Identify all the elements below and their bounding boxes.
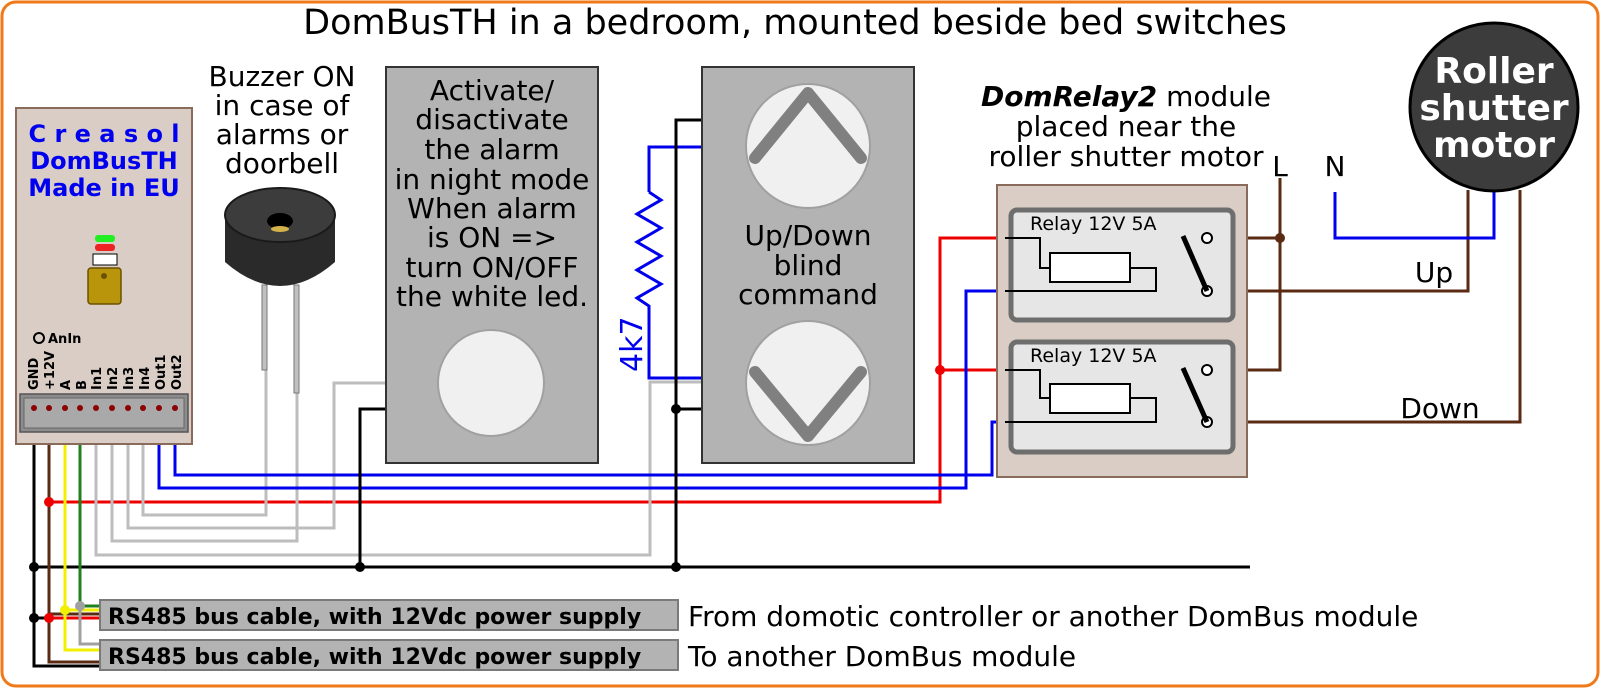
alarm-switch-line-3: the alarm [424,133,559,166]
out1-wire [157,289,1040,490]
blind-switch-line-1: Up/Down [744,219,871,252]
svg-text:Out2: Out2 [170,354,185,390]
domrelay-caption-3: roller shutter motor [989,140,1264,173]
svg-text:GND: GND [27,357,42,390]
svg-text:+12V: +12V [43,351,58,390]
svg-text:In2: In2 [106,367,121,390]
svg-text:In3: In3 [122,367,137,390]
alarm-switch-line-4: in night mode [395,163,590,196]
resistor-zigzag [634,190,664,318]
in3-wire [126,381,386,530]
relay-1-coil [1049,252,1131,283]
in4-wire [141,300,268,517]
up-button [745,83,871,209]
dombusth-module: C r e a s o l DomBusTH Made in EU AnIn G… [15,107,193,445]
buzzer-caption-1: Buzzer ON [209,60,356,93]
domrelay-caption-2: placed near the [1016,110,1237,143]
pin-labels: GND +12V A B In1 In2 In3 In4 Out1 Out2 [27,351,185,390]
module-origin: Made in EU [28,174,179,202]
svg-text:A: A [59,380,74,390]
motor-label-3: motor [1433,125,1555,166]
domrelay2-module: DomRelay2 module placed near the roller … [981,80,1271,478]
resistor: 4k7 [615,190,664,372]
in2-wire [110,300,299,543]
a-bus-wire [63,444,100,652]
resistor-wire-top [647,145,702,192]
relay-1: Relay 12V 5A [1005,207,1236,323]
module-model: DomBusTH [30,147,178,175]
resistor-wire-bottom [647,318,702,380]
resistor-label: 4k7 [615,316,650,372]
roller-shutter-motor: Roller shutter motor [1408,21,1580,193]
line-label: L [1272,150,1288,183]
rs485-cable-out: RS485 bus cable, with 12Vdc power supply… [99,639,1076,673]
buzzer-leg-right [293,284,300,394]
svg-text:In1: In1 [90,367,105,390]
relay-2-coil [1049,383,1131,414]
green-led [95,235,115,242]
alarm-switch-line-8: the white led. [396,280,588,313]
cable-in-label: RS485 bus cable, with 12Vdc power supply [108,605,641,630]
alarm-switch-line-6: is ON => [427,221,557,254]
svg-text:In4: In4 [138,367,153,390]
temperature-sensor [87,267,122,305]
svg-text:Out1: Out1 [154,354,169,390]
alarm-switch-common [358,407,386,567]
motor-label-2: shutter [1419,88,1569,129]
domrelay-caption-1: DomRelay2 module [981,80,1271,113]
up-arrow-icon [749,87,867,164]
module-brand: C r e a s o l [28,120,179,148]
buzzer-caption-3: alarms or [216,118,349,151]
white-led [92,253,118,266]
diagram-title: DomBusTH in a bedroom, mounted beside be… [303,3,1287,43]
alarm-switch-line-1: Activate/ [430,74,555,107]
terminal-screws [31,405,178,411]
b-bus-gray [78,606,100,646]
relay-2: Relay 12V 5A [1005,339,1236,455]
blind-switch-common [674,118,702,567]
up-label: Up [1415,256,1453,289]
buzzer-leg-left [261,284,268,371]
neutral-label: N [1325,150,1346,183]
blind-switch-line-2: blind [774,249,843,282]
down-button [745,320,871,446]
anin-connector [33,332,45,344]
buzzer-hole [267,213,293,229]
down-label: Down [1400,392,1479,425]
svg-text:B: B [75,380,90,390]
down-arrow-icon [749,366,867,442]
down-wire [1207,190,1522,424]
up-wire [1207,190,1470,293]
in1-wire [94,380,702,557]
alarm-switch: Activate/ disactivate the alarm in night… [385,66,599,464]
relay-1-contact [1180,235,1210,292]
rs485-cable-in: RS485 bus cable, with 12Vdc power supply… [99,599,1418,633]
blind-switch-line-3: command [738,278,878,311]
alarm-switch-line-7: turn ON/OFF [405,251,578,284]
buzzer-caption-2: in case of [215,89,351,122]
cable-in-note: From domotic controller or another DomBu… [688,600,1418,633]
buzzer-caption-4: doorbell [225,147,339,180]
alarm-push-button [437,329,545,437]
alarm-switch-line-2: disactivate [415,103,568,136]
relay-1-label: Relay 12V 5A [1030,213,1157,235]
junction-dots [29,233,1285,623]
alarm-switch-line-5: When alarm [407,192,577,225]
cable-out-label: RS485 bus cable, with 12Vdc power supply [108,645,641,670]
blind-switch: Up/Down blind command [701,66,915,464]
anin-label: AnIn [48,332,81,347]
gnd-wire [32,444,100,668]
red-led [95,244,115,251]
neutral-wire [1333,192,1496,240]
power-wire [47,444,100,664]
buzzer: Buzzer ON in case of alarms or doorbell [209,60,356,394]
motor-label-1: Roller [1434,51,1554,92]
relay-2-label: Relay 12V 5A [1030,345,1157,367]
relay-2-contact [1180,366,1210,424]
cable-out-note: To another DomBus module [687,640,1076,673]
